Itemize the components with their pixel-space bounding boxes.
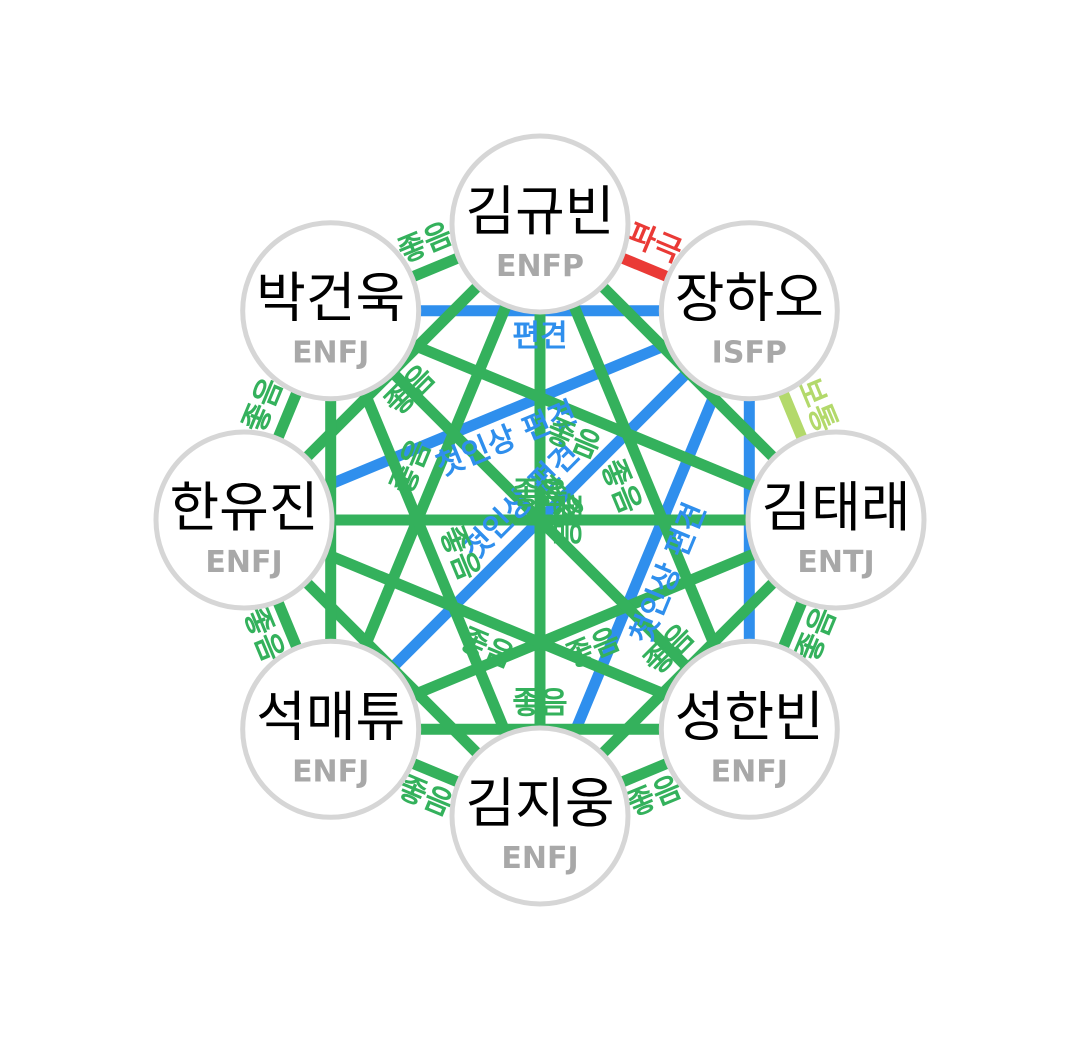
member-circle	[153, 429, 335, 611]
member-node-seonghanbin: 성한빈 ENFJ	[658, 638, 840, 820]
member-circle	[240, 220, 422, 402]
member-name: 장하오	[675, 267, 824, 330]
member-name: 박건욱	[256, 267, 405, 330]
member-mbti: ENFP	[496, 249, 584, 284]
member-name: 김태래	[761, 476, 910, 539]
member-circle	[658, 638, 840, 820]
member-circle	[449, 725, 631, 907]
member-name: 석매튜	[256, 685, 405, 748]
edge-label-kimgyubin-kimjiwoong: 좋음	[549, 492, 584, 547]
member-name: 성한빈	[675, 685, 824, 748]
edge-kimtaerae-parkgunwook	[328, 305, 839, 526]
member-mbti: ENFJ	[292, 336, 369, 371]
member-node-kimtaerae: 김태래 ENTJ	[745, 429, 927, 611]
member-mbti: ENFJ	[205, 545, 282, 580]
member-mbti: ENFJ	[501, 841, 578, 876]
member-circle	[449, 133, 631, 315]
edge-label-seonghanbin-seokmatthew: 좋음	[512, 686, 567, 721]
edge-label-parkgunwook-janghao: 편견	[512, 319, 567, 354]
member-mbti: ENTJ	[797, 545, 874, 580]
member-circle	[240, 638, 422, 820]
member-node-janghao: 장하오 ISFP	[658, 220, 840, 402]
edge-kimjiwoong-parkgunwook	[325, 308, 546, 819]
node-layer: 김규빈 ENFP 장하오 ISFP 김태래 ENTJ 성한빈 ENFJ 김지웅 ENFJ 석매튜 EN…	[153, 133, 927, 907]
member-circle	[745, 429, 927, 611]
member-mbti: ENFJ	[292, 754, 369, 789]
member-node-hanyujin: 한유진 ENFJ	[153, 429, 335, 611]
edge-seonghanbin-parkgunwook	[326, 306, 754, 734]
member-name: 한유진	[169, 476, 318, 539]
member-node-parkgunwook: 박건욱 ENFJ	[240, 220, 422, 402]
member-circle	[658, 220, 840, 402]
member-mbti: ENFJ	[711, 754, 788, 789]
member-node-seokmatthew: 석매튜 ENFJ	[240, 638, 422, 820]
member-name: 김규빈	[465, 180, 614, 243]
member-node-kimgyubin: 김규빈 ENFP	[449, 133, 631, 315]
member-name: 김지웅	[465, 772, 614, 835]
member-node-kimjiwoong: 김지웅 ENFJ	[449, 725, 631, 907]
edge-label-kimtaerae-hanyujin: 좋음	[512, 477, 567, 512]
member-mbti: ISFP	[712, 336, 787, 371]
